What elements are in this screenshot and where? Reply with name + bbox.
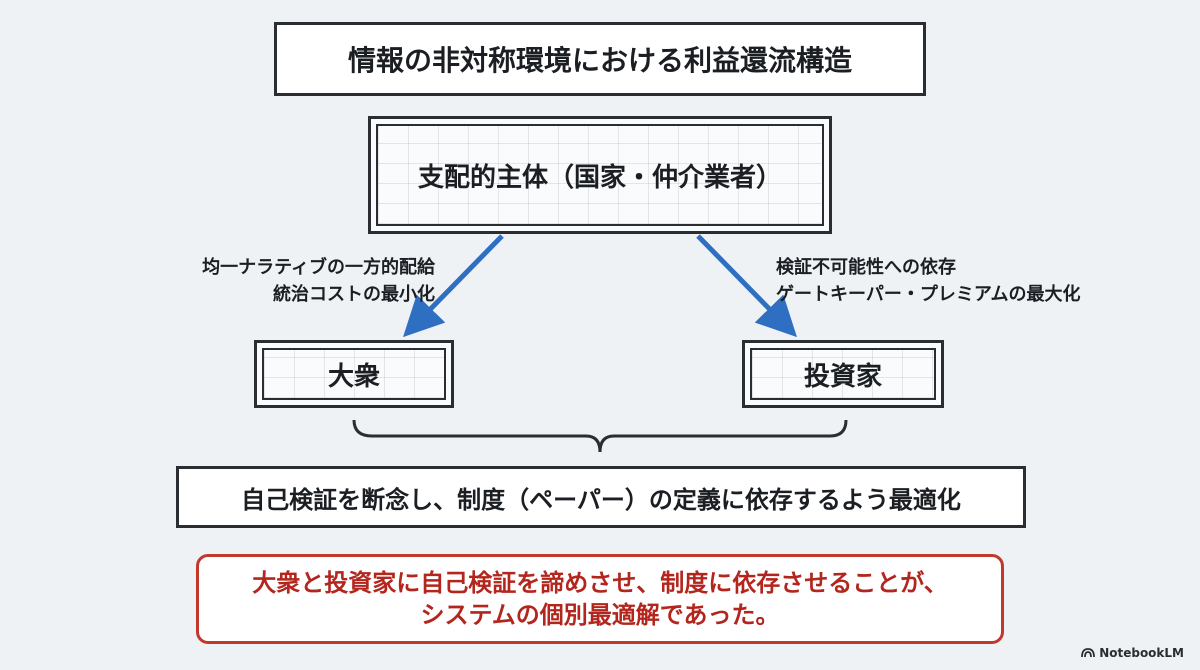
edge-label-right-line2: ゲートキーパー・プレミアムの最大化 [776,284,1081,305]
edge-label-right-line1: 検証不可能性への依存 [776,257,956,278]
node-public-label: 大衆 [327,361,380,392]
node-ruling-entity: 支配的主体（国家・仲介業者） [368,116,832,234]
notebooklm-logo-icon [1081,648,1096,658]
edge-label-right: 検証不可能性への依存 ゲートキーパー・プレミアムの最大化 [776,254,1081,308]
conclusion-line2: システムの個別最適解であった。 [420,601,780,629]
node-investor: 投資家 [742,340,944,408]
conclusion-line1: 大衆と投資家に自己検証を諦めさせ、制度に依存させることが、 [252,568,948,597]
conclusion-box: 大衆と投資家に自己検証を諦めさせ、制度に依存させることが、 システムの個別最適解… [196,554,1004,644]
result-box: 自己検証を断念し、制度（ペーパー）の定義に依存するよう最適化 [176,466,1026,528]
node-public: 大衆 [254,340,454,408]
diagram-title: 情報の非対称環境における利益還流構造 [274,22,926,96]
edge-label-left-line2: 統治コストの最小化 [273,284,435,305]
node-investor-label: 投資家 [803,361,882,392]
branding-label: NotebookLM [1099,646,1184,660]
edge-label-left-line1: 均一ナラティブの一方的配給 [202,257,435,278]
edge-label-left: 均一ナラティブの一方的配給 統治コストの最小化 [145,254,435,308]
notebooklm-branding: NotebookLM [1081,646,1184,660]
arrow-to-public [403,234,504,338]
node-ruling-entity-label: 支配的主体（国家・仲介業者） [417,162,782,193]
grouping-brace [352,419,848,453]
arrow-to-investor [696,234,797,338]
